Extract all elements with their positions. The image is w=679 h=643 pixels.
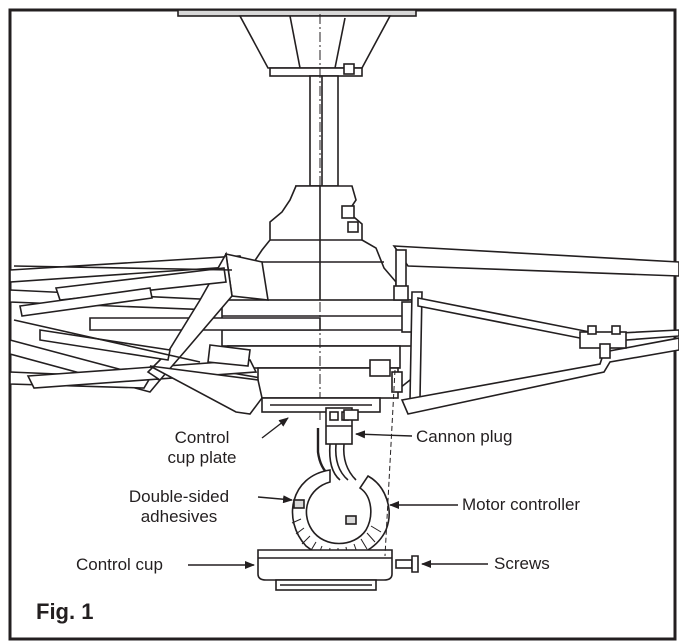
label-cannon-plug: Cannon plug [416, 427, 513, 446]
cannon-plug [325, 407, 359, 481]
motor-controller [291, 469, 390, 559]
label-control-cup: Control cup [76, 555, 163, 574]
alignment-line [384, 369, 396, 557]
leader-arrows [188, 417, 488, 569]
arrow-double-sided [257, 495, 293, 504]
right-blade [392, 245, 679, 415]
label-double-sided-line1: Double-sided [128, 487, 230, 506]
label-double-sided-line2: adhesives [140, 507, 218, 526]
control-cup [257, 549, 393, 591]
label-control-cup-plate-line1: Control [174, 428, 230, 447]
label-control-cup-plate: Control cup plate [146, 428, 258, 468]
label-double-sided-adhesives: Double-sided adhesives [104, 487, 254, 527]
label-screws: Screws [494, 554, 550, 573]
canopy [177, 9, 417, 77]
arrow-cannon-plug [355, 430, 413, 439]
control-cup-plate [261, 397, 381, 413]
figure-caption: Fig. 1 [36, 599, 94, 624]
left-blades [9, 251, 321, 415]
screw [395, 555, 419, 573]
label-motor-controller: Motor controller [462, 495, 581, 514]
downrod [309, 75, 339, 187]
arrow-control-cup-plate [261, 417, 289, 439]
label-control-cup-plate-line2: cup plate [167, 448, 237, 467]
